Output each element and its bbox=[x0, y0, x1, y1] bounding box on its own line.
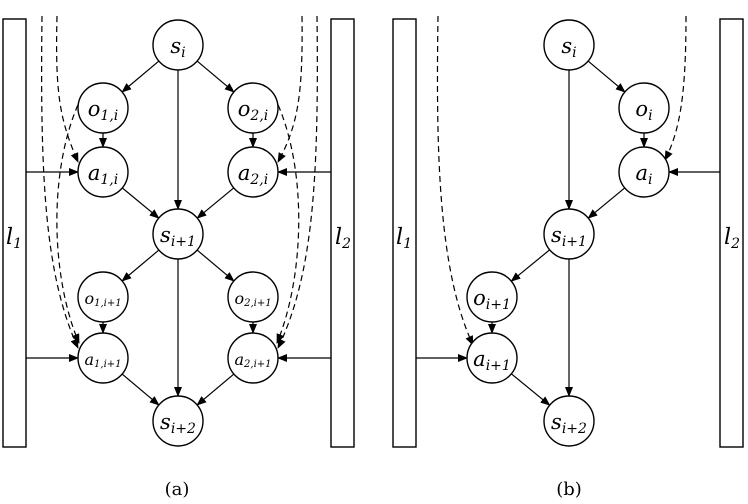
svg-text:ai+1: ai+1 bbox=[473, 347, 511, 375]
svg-text:a2,i+1: a2,i+1 bbox=[234, 350, 271, 370]
bar-label-b-l2: l2 bbox=[724, 225, 740, 252]
node-b-a_i1: ai+1 bbox=[466, 332, 518, 384]
svg-text:oi+1: oi+1 bbox=[473, 286, 511, 314]
svg-text:o2,i: o2,i bbox=[238, 97, 269, 125]
edge-b-top-to-a_i bbox=[664, 15, 687, 161]
edge-b-s_i-to-o_i bbox=[587, 60, 626, 93]
edge-b-top-to-a_i1 bbox=[436, 15, 474, 346]
edge-b-s_i1-to-o_i1 bbox=[510, 249, 551, 282]
node-a-s_i1: si+1 bbox=[152, 208, 204, 260]
svg-text:si: si bbox=[170, 34, 185, 62]
node-b-s_i2: si+2 bbox=[543, 395, 595, 447]
svg-text:si+1: si+1 bbox=[551, 223, 587, 251]
node-b-s_i1: si+1 bbox=[543, 208, 595, 260]
svg-text:oi: oi bbox=[635, 97, 652, 125]
edge-a-s_i-to-o_2_i bbox=[196, 60, 235, 93]
node-a-o_2_i: o2,i bbox=[227, 82, 279, 134]
edge-a-s_i1-to-o_2_i1 bbox=[196, 249, 235, 282]
edge-a-s_i1-to-o_1_i1 bbox=[121, 249, 160, 282]
caption-b: (b) bbox=[556, 479, 582, 500]
edge-b-a_i1-to-s_i2 bbox=[510, 373, 551, 406]
edge-a-top-to-a_2_i1 bbox=[277, 15, 318, 349]
edge-a-a_2_i1-to-s_i2 bbox=[196, 373, 235, 406]
node-a-s_i2: si+2 bbox=[152, 395, 204, 447]
node-b-o_i: oi bbox=[618, 82, 670, 134]
bar-a-l1 bbox=[2, 18, 27, 448]
bar-label-b-l1: l1 bbox=[396, 225, 412, 252]
node-a-o_1_i1: o1,i+1 bbox=[77, 271, 129, 323]
svg-text:si+2: si+2 bbox=[551, 410, 587, 438]
svg-text:a1,i+1: a1,i+1 bbox=[84, 350, 121, 370]
edge-a-top-to-a_2_i bbox=[277, 15, 303, 163]
node-a-o_2_i1: o2,i+1 bbox=[227, 271, 279, 323]
node-a-a_2_i: a2,i bbox=[227, 146, 279, 198]
edge-a-s_i-to-o_1_i bbox=[121, 60, 160, 93]
edge-a-top-to-a_1_i bbox=[55, 15, 79, 163]
svg-text:o1,i+1: o1,i+1 bbox=[84, 289, 121, 309]
edge-b-a_i-to-s_i1 bbox=[587, 187, 626, 219]
node-b-s_i: si bbox=[543, 19, 595, 71]
caption-a: (a) bbox=[165, 479, 190, 500]
svg-text:o1,i: o1,i bbox=[88, 97, 119, 125]
edge-a-a_1_i-to-s_i1 bbox=[121, 187, 160, 219]
edge-a-o_1_i-to-a_1_i1 bbox=[56, 95, 83, 344]
bar-b-l2 bbox=[719, 18, 744, 448]
node-a-o_1_i: o1,i bbox=[77, 82, 129, 134]
edge-a-a_1_i1-to-s_i2 bbox=[121, 373, 160, 406]
bar-b-l1 bbox=[392, 18, 417, 448]
node-a-a_2_i1: a2,i+1 bbox=[227, 332, 279, 384]
svg-text:ai: ai bbox=[635, 161, 652, 189]
node-a-a_1_i: a1,i bbox=[77, 146, 129, 198]
bar-label-a-l2: l2 bbox=[335, 225, 351, 252]
bar-label-a-l1: l1 bbox=[6, 225, 22, 252]
svg-text:si+2: si+2 bbox=[160, 410, 196, 438]
svg-text:si+1: si+1 bbox=[160, 223, 196, 251]
node-a-a_1_i1: a1,i+1 bbox=[77, 332, 129, 384]
edge-a-o_2_i-to-a_2_i1 bbox=[273, 95, 300, 344]
edge-a-a_2_i-to-s_i1 bbox=[196, 187, 235, 219]
svg-text:a2,i: a2,i bbox=[238, 161, 268, 189]
svg-text:si: si bbox=[561, 34, 576, 62]
node-b-o_i1: oi+1 bbox=[466, 271, 518, 323]
svg-text:o2,i+1: o2,i+1 bbox=[234, 289, 271, 309]
svg-text:a1,i: a1,i bbox=[88, 161, 118, 189]
node-b-a_i: ai bbox=[618, 146, 670, 198]
bar-a-l2 bbox=[330, 18, 355, 448]
node-a-s_i: si bbox=[152, 19, 204, 71]
edge-a-top-to-a_1_i1 bbox=[41, 15, 79, 349]
